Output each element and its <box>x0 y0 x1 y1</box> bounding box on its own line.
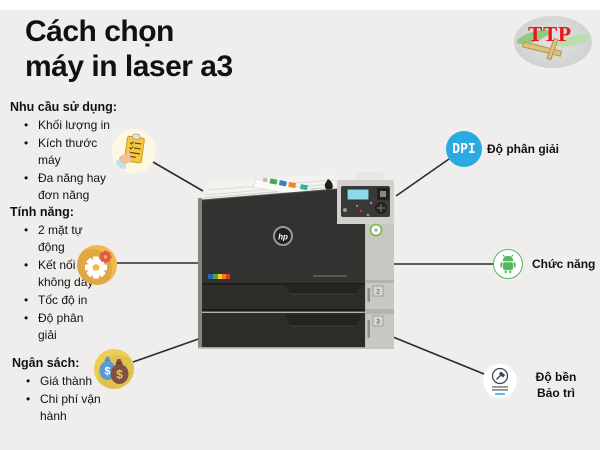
logo-text: TTP <box>528 22 572 46</box>
printer-front-body: hp <box>201 188 365 283</box>
printer-base-shadow <box>198 347 394 349</box>
section-heading: Nhu cầu sử dụng: <box>10 100 117 114</box>
hp-logo <box>273 226 293 246</box>
money-bags-icon: $ $ <box>94 349 134 389</box>
page-title: Cách chọn máy in laser a3 <box>25 14 233 84</box>
item-line: Độ phân <box>38 311 84 325</box>
item-line: Đa năng hay <box>38 171 107 185</box>
item-line: 2 mặt tự <box>38 223 83 237</box>
bullet-marker: • <box>24 293 29 307</box>
item-line: giải <box>38 328 57 342</box>
connector-line-dpi <box>395 158 450 197</box>
item-line: đơn năng <box>38 188 90 202</box>
list-item: • Khối lượng in <box>10 117 122 134</box>
connector-line-needs <box>152 161 204 192</box>
item-line: hành <box>40 409 67 423</box>
tray-2-number: 2 <box>376 289 380 296</box>
list-item: • Đa năng hay đơn năng <box>10 170 122 204</box>
hp-logo-text: hp <box>278 233 288 242</box>
company-logo: TTP <box>514 16 592 68</box>
bullet-list: • 2 mặt tự động • Kết nối không dây • Tốc độ … <box>10 222 122 344</box>
callout-label-durability: Độ bền Bảo trì <box>524 369 588 401</box>
printer-control-panel <box>337 180 394 224</box>
list-item: • Chi phí vận hành <box>12 391 124 425</box>
callout-label-resolution: Độ phân giải <box>487 142 559 156</box>
printer-illustration: 2 3 hp <box>198 172 394 349</box>
section-budget: Ngân sách: • Giá thành • Chi phí vận hành <box>12 356 124 426</box>
list-item: • Tốc độ in <box>10 292 122 309</box>
tray-divider-highlight <box>202 311 365 313</box>
connector-line-durability <box>392 336 485 375</box>
durability-line-2: Bảo trì <box>536 386 575 400</box>
dollar-sign: $ <box>104 366 110 378</box>
connector-line-budget <box>132 335 208 363</box>
list-item: • Kích thước máy <box>10 135 122 169</box>
title-line-2: máy in laser a3 <box>25 50 233 83</box>
tray-divider <box>202 309 365 311</box>
item-line: Chi phí vận <box>40 392 101 406</box>
tray-3-number: 3 <box>376 319 380 326</box>
bullet-marker: • <box>26 374 31 388</box>
callout-label-function: Chức năng <box>532 257 596 271</box>
printer-right-column: 2 3 <box>364 223 394 348</box>
item-line: Kết nối <box>38 258 76 272</box>
item-line: không dây <box>38 275 94 289</box>
section-heading: Ngân sách: <box>12 356 80 370</box>
bullet-marker: • <box>24 258 29 272</box>
item-line: Tốc độ in <box>38 293 88 307</box>
bullet-list: • Giá thành • Chi phí vận hành <box>12 373 124 425</box>
printer-side <box>198 198 202 348</box>
section-features: Tính năng: • 2 mặt tự động • Kết nối không d… <box>10 205 122 345</box>
list-item: • 2 mặt tự động <box>10 222 122 256</box>
section-usage-needs: Nhu cầu sử dụng: • Khối lượng in • Kích th… <box>10 100 122 205</box>
bullet-list: • Khối lượng in • Kích thước máy • Đa năng h… <box>10 117 122 204</box>
title-line-1: Cách chọn <box>25 15 174 48</box>
section-heading: Tính năng: <box>10 205 74 219</box>
item-line: Khối lượng in <box>38 118 110 132</box>
printer-tray-2 <box>202 313 365 348</box>
bullet-marker: • <box>24 171 29 185</box>
item-line: máy <box>38 153 61 167</box>
bullet-marker: • <box>24 136 29 150</box>
durability-line-1: Độ bền <box>535 370 577 384</box>
color-strip <box>208 274 230 279</box>
gears-icon <box>77 245 117 285</box>
dpi-badge-text: DPI <box>452 141 476 157</box>
bullet-marker: • <box>24 118 29 132</box>
dpi-badge: DPI <box>446 131 482 167</box>
printer-screen <box>346 188 370 201</box>
item-line: Giá thành <box>40 374 93 388</box>
bullet-marker: • <box>24 223 29 237</box>
android-icon <box>493 249 523 279</box>
item-line: động <box>38 240 65 254</box>
item-line: Kích thước <box>38 136 98 150</box>
dollar-sign: $ <box>116 368 123 382</box>
list-item: • Giá thành <box>12 373 124 390</box>
bullet-marker: • <box>24 311 29 325</box>
list-item: • Kết nối không dây <box>10 257 122 291</box>
printer-tray-1 <box>202 283 365 309</box>
bullet-marker: • <box>26 392 31 406</box>
maintenance-icon <box>483 364 517 398</box>
top-band <box>0 0 600 10</box>
checklist-icon <box>112 129 156 173</box>
list-item: • Độ phân giải <box>10 310 122 344</box>
